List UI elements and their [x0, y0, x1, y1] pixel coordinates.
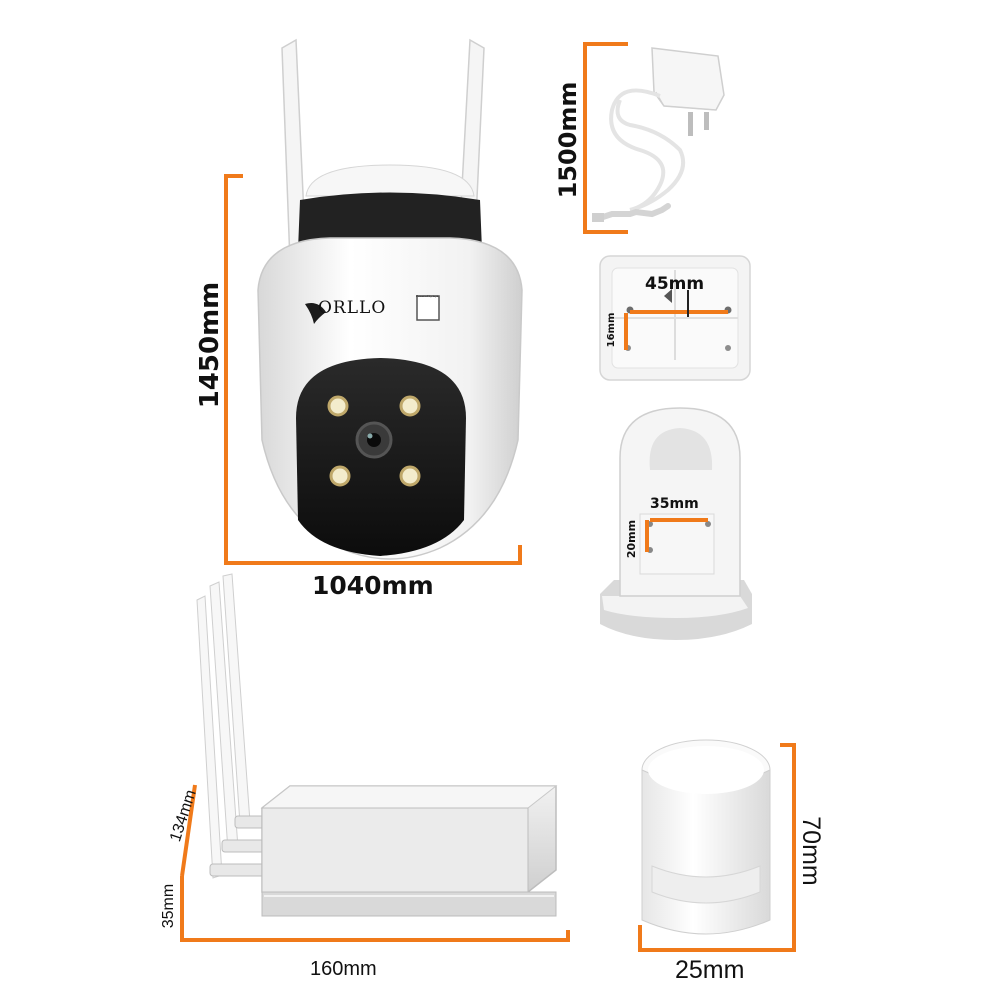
wall-plate	[599, 255, 751, 381]
adapter-dimension-line	[583, 42, 628, 234]
power-adapter	[592, 47, 725, 222]
orllo-logo-text: ORLLO	[318, 298, 387, 318]
wall-plate-dimension-lines	[624, 310, 728, 350]
nvr-width-label: 160mm	[310, 958, 377, 980]
wall-plate-width-label: 45mm	[645, 274, 705, 294]
bracket-height-label: 20mm	[625, 519, 638, 559]
led-bottom-right	[399, 465, 421, 487]
sensor-height-label: 70mm	[797, 816, 825, 886]
sensor-dimension-lines	[638, 743, 796, 952]
sensor-width-label: 25mm	[675, 956, 745, 984]
bracket-dimension-lines	[645, 518, 708, 552]
led-bottom-left	[329, 465, 351, 487]
tuya-badge	[416, 295, 440, 321]
mounting-bracket	[600, 407, 752, 640]
wall-plate-height-label: 16mm	[606, 312, 617, 348]
ptz-camera	[257, 38, 523, 560]
bracket-width-label: 35mm	[650, 496, 699, 512]
orllo-bird-logo	[305, 303, 326, 324]
tuya-badge-text: Powered by tuya	[416, 294, 439, 298]
camera-width-label: 1040mm	[312, 571, 434, 600]
led-top-left	[327, 395, 349, 417]
camera-height-label: 1450mm	[195, 281, 225, 409]
nvr-recorder	[196, 573, 558, 917]
camera-dimension-lines	[224, 174, 522, 565]
led-top-right	[399, 395, 421, 417]
adapter-cable-label: 1500mm	[554, 81, 582, 199]
motion-sensor	[641, 739, 771, 935]
nvr-height-label: 35mm	[160, 883, 177, 929]
nvr-dimension-lines	[180, 784, 570, 942]
